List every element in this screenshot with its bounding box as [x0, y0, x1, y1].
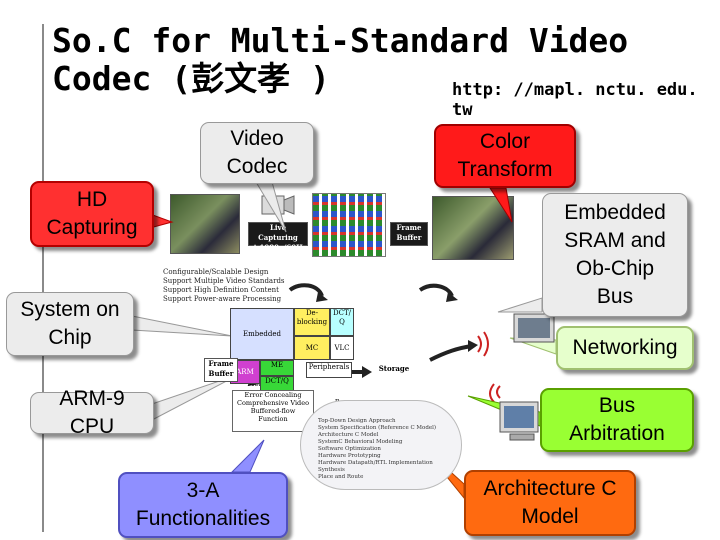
callout-color-transform: Color Transform [434, 124, 576, 188]
callout-architecture-c-model: Architecture C Model [464, 470, 636, 536]
design-flow-item: SystemC Behavioral Modeling [318, 439, 403, 445]
callout-arm9-cpu: ARM-9 CPU [30, 387, 154, 438]
feature-bullet: Support Power-aware Processing [163, 295, 282, 303]
vlc-block: VLC [330, 336, 354, 360]
slide-title: So.C for Multi-Standard Video Codec (彭文孝… [52, 22, 628, 98]
callout-bus-arbitration: Bus Arbitration [540, 388, 694, 452]
pixel-grid-image [312, 193, 386, 257]
design-flow-item: Software Optimization [318, 446, 381, 452]
feature-bullet: Support Multiple Video Standards [163, 277, 285, 285]
error-concealing-block: Error Concealing Comprehensive Video Buf… [232, 390, 314, 432]
design-flow-list: Top-Down Design Approach System Specific… [318, 418, 436, 481]
design-flow-item: Synthesis [318, 467, 345, 473]
design-flow-item: Architecture C Model [318, 432, 379, 438]
me-block: ME [260, 360, 294, 376]
lab-url[interactable]: http: //mapl. nctu. edu. tw [452, 80, 698, 120]
callout-video-codec: Video Codec [200, 122, 314, 184]
dct-block: DCT/ Q [330, 308, 354, 336]
design-flow-item: Place and Route [318, 474, 364, 480]
slide-left-rule [42, 24, 44, 532]
embedded-memory-block: Embedded Memory [230, 308, 294, 388]
football-image-right [432, 196, 514, 260]
live-capturing-label: Live Capturing at 1080p/60Hz [248, 222, 308, 252]
feature-bullet: Support High Definition Content [163, 286, 279, 294]
design-flow-item: Hardware Prototyping [318, 453, 381, 459]
frame-buffer-label-top: Frame Buffer [390, 222, 428, 246]
design-flow-item: Hardware Datapath/RTL Implementation [318, 460, 433, 466]
football-image-left [170, 194, 240, 254]
title-line-1: So.C for Multi-Standard Video [52, 21, 629, 60]
feature-bullet: Configurable/Scalable Design [163, 268, 269, 276]
design-flow-cloud [300, 400, 462, 490]
callout-system-on-chip: System on Chip [6, 292, 134, 356]
design-flow-item: Top-Down Design Approach [318, 418, 396, 424]
title-line-2: Codec (彭文孝 ) [52, 59, 330, 98]
feature-bullets: Configurable/Scalable Design Support Mul… [163, 268, 285, 304]
storage-label: Storage [378, 364, 410, 373]
callout-3a-functionalities: 3-A Functionalities [118, 472, 288, 538]
deblocking-block: De- blocking [294, 308, 330, 336]
peripherals-block: Peripherals [306, 362, 352, 378]
callout-embedded-sram: Embedded SRAM and Ob-Chip Bus [542, 193, 688, 317]
design-flow-item: System Specification (Reference C Model) [318, 425, 437, 431]
frame-buffer-label-bottom: Frame Buffer [204, 358, 238, 382]
callout-hd-capturing: HD Capturing [30, 181, 154, 247]
callout-networking: Networking [556, 326, 694, 370]
mc-block: MC [294, 336, 330, 360]
